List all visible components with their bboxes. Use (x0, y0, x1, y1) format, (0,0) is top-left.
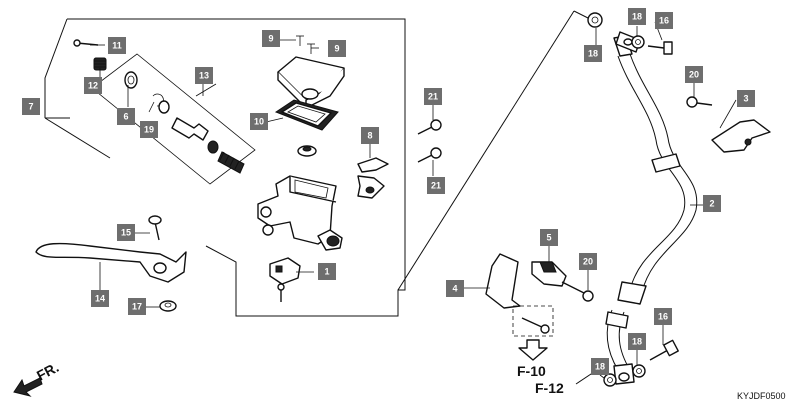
leader-lines (90, 21, 737, 379)
label-12: 12 (84, 77, 102, 94)
label-9-b: 9 (328, 40, 346, 57)
bolts-21 (417, 119, 442, 163)
label-15: 15 (117, 224, 135, 241)
svg-text:11: 11 (112, 41, 122, 51)
svg-text:10: 10 (254, 117, 264, 127)
svg-text:20: 20 (583, 257, 593, 267)
brake-lever (35, 215, 187, 312)
f10-arrow (518, 339, 548, 361)
label-14: 14 (91, 290, 109, 307)
label-7: 7 (22, 98, 40, 115)
svg-text:6: 6 (123, 112, 128, 122)
svg-text:7: 7 (28, 102, 33, 112)
svg-text:15: 15 (121, 228, 131, 238)
svg-text:21: 21 (428, 92, 438, 102)
clamp-3 (686, 96, 771, 153)
svg-text:12: 12 (88, 81, 98, 91)
svg-text:18: 18 (632, 337, 642, 347)
label-13: 13 (195, 67, 213, 84)
label-4: 4 (446, 280, 464, 297)
f10-reference: F-10 (517, 363, 546, 379)
svg-text:20: 20 (689, 70, 699, 80)
float-plate (297, 145, 317, 157)
bracket-4-5 (485, 253, 594, 337)
diaphragm-10 (274, 99, 339, 131)
svg-text:18: 18 (588, 49, 598, 59)
svg-text:17: 17 (132, 302, 142, 312)
reservoir-cap (277, 35, 345, 109)
svg-text:13: 13 (199, 71, 209, 81)
label-6: 6 (117, 108, 135, 125)
label-18-a: 18 (584, 45, 602, 62)
label-9-a: 9 (262, 30, 280, 47)
label-17: 17 (128, 298, 146, 315)
f12-reference: F-12 (535, 380, 564, 396)
svg-text:18: 18 (595, 362, 605, 372)
label-16-a: 16 (655, 12, 673, 29)
label-11: 11 (108, 37, 126, 54)
label-3: 3 (737, 90, 755, 107)
piston-parts (124, 71, 245, 174)
label-21-a: 21 (424, 88, 442, 105)
label-8: 8 (361, 127, 379, 144)
master-cylinder-body (257, 175, 343, 251)
svg-text:5: 5 (546, 233, 551, 243)
svg-text:3: 3 (743, 94, 748, 104)
svg-text:16: 16 (659, 16, 669, 26)
master-cylinder-group-outline (44, 10, 591, 317)
svg-text:16: 16 (658, 312, 668, 322)
svg-text:9: 9 (268, 34, 273, 44)
bolts-16 (647, 41, 679, 361)
brake-switch (269, 257, 301, 302)
label-18-b: 18 (628, 8, 646, 25)
svg-text:18: 18 (632, 12, 642, 22)
label-20-a: 20 (685, 66, 703, 83)
diagram-code: KYJDF0500 (737, 391, 786, 401)
label-1: 1 (318, 263, 336, 280)
svg-text:1: 1 (324, 267, 329, 277)
brake-hose (605, 31, 698, 385)
svg-text:19: 19 (144, 125, 154, 135)
svg-text:21: 21 (431, 181, 441, 191)
label-21-b: 21 (427, 177, 445, 194)
svg-text:9: 9 (334, 44, 339, 54)
holder-8 (357, 157, 389, 199)
label-19: 19 (140, 121, 158, 138)
svg-text:8: 8 (367, 131, 372, 141)
label-5: 5 (540, 229, 558, 246)
label-18-c: 18 (591, 358, 609, 375)
svg-text:14: 14 (95, 294, 105, 304)
label-16-b: 16 (654, 308, 672, 325)
label-18-d: 18 (628, 333, 646, 350)
svg-text:2: 2 (709, 199, 714, 209)
direction-arrow (13, 377, 43, 397)
washers-18 (587, 12, 646, 387)
label-10: 10 (250, 113, 268, 130)
svg-text:4: 4 (452, 284, 457, 294)
label-2: 2 (703, 195, 721, 212)
label-20-b: 20 (579, 253, 597, 270)
